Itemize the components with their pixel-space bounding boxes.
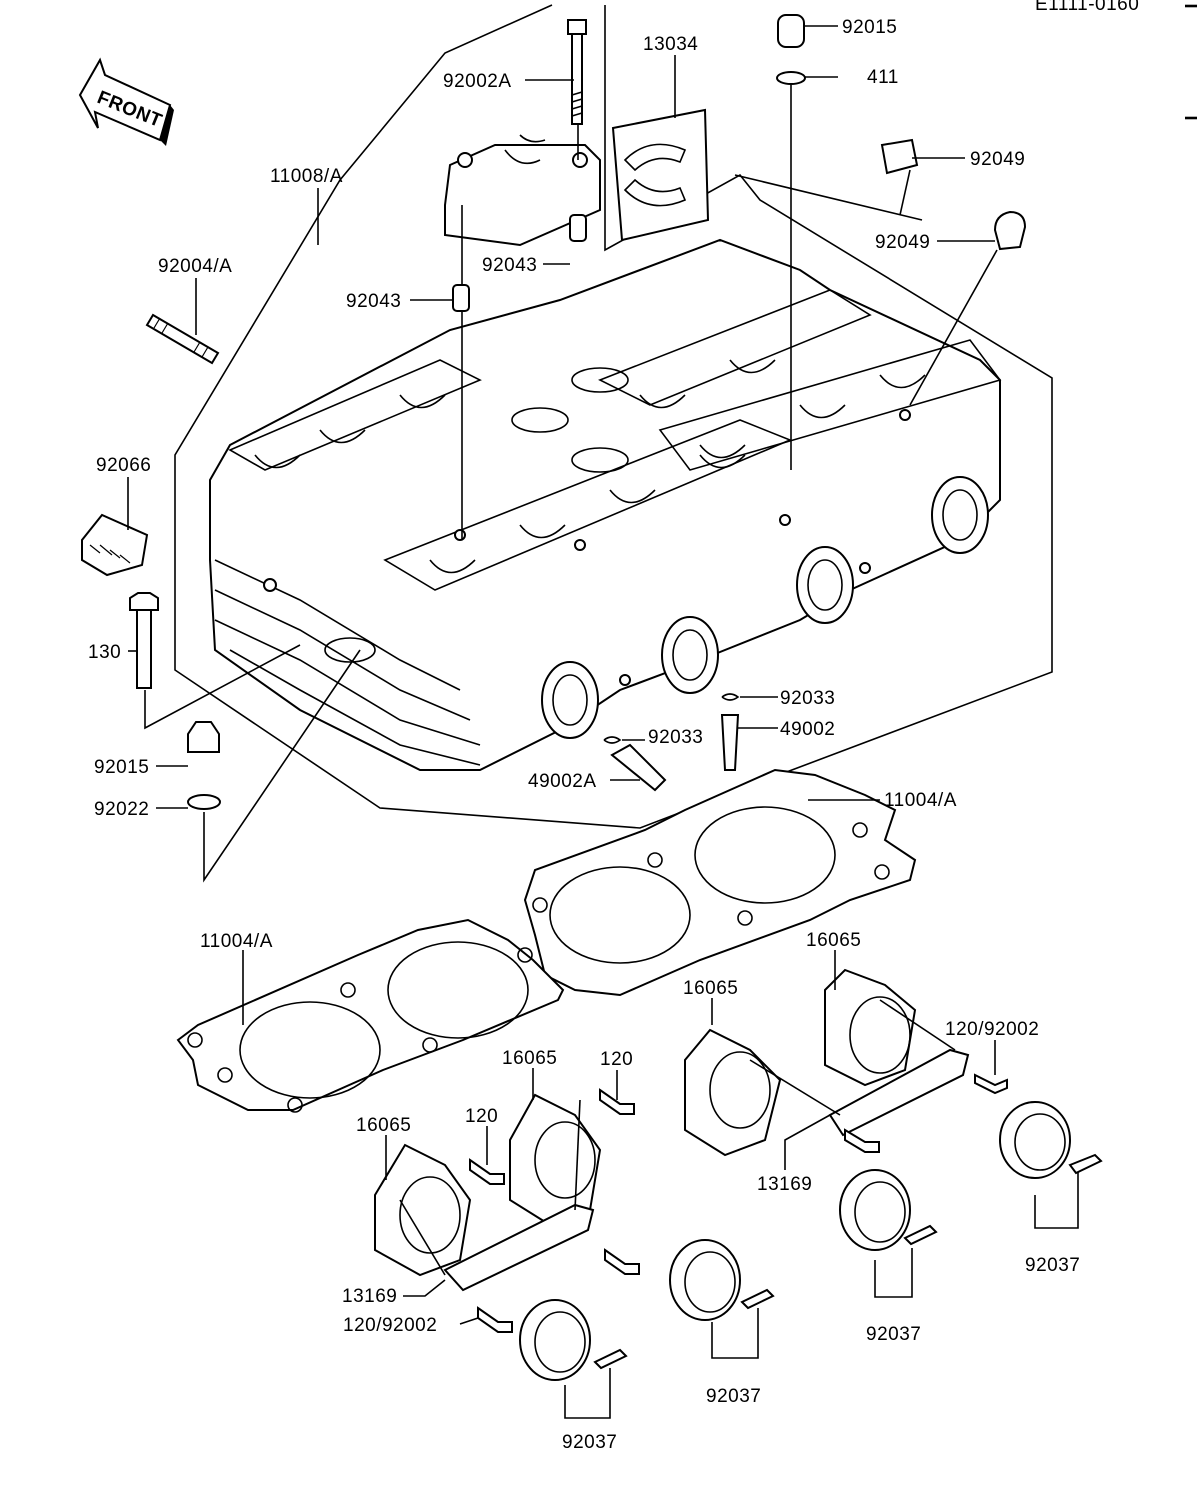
screw — [599, 1088, 635, 1115]
hose-clamp — [519, 1299, 628, 1381]
o-ring — [603, 736, 622, 744]
leader — [899, 169, 911, 216]
leader — [734, 174, 923, 221]
reference-code: E1111-0160 — [1035, 0, 1139, 15]
intake-holder — [374, 1143, 472, 1277]
screw — [604, 1248, 640, 1275]
label-120-92002-b: 120/92002 — [343, 1315, 437, 1336]
label-92033-b: 92033 — [648, 727, 703, 748]
screw — [974, 1073, 1008, 1095]
stud-92004A — [145, 313, 220, 365]
label-13169-b: 13169 — [342, 1286, 397, 1307]
label-120-b: 120 — [465, 1106, 498, 1127]
valve-stem-seal — [880, 138, 919, 175]
label-16065-c: 16065 — [502, 1048, 557, 1069]
label-411: 411 — [867, 67, 899, 88]
label-92043-a: 92043 — [482, 255, 537, 276]
bearing-shell-group — [611, 108, 710, 242]
label-92066: 92066 — [96, 455, 151, 476]
valve-stem-seal — [993, 210, 1027, 251]
hose-clamp — [669, 1239, 775, 1321]
label-92015-left: 92015 — [94, 757, 149, 778]
leader — [203, 649, 361, 883]
oil-pipe-49002 — [720, 714, 740, 771]
label-92049-b: 92049 — [875, 232, 930, 253]
leader — [144, 644, 301, 730]
bolt-130 — [129, 592, 159, 689]
head-gasket-top — [523, 768, 917, 997]
hose-clamp — [999, 1101, 1103, 1179]
label-13169-a: 13169 — [757, 1174, 812, 1195]
label-11004A-left: 11004/A — [200, 931, 273, 952]
label-16065-d: 16065 — [356, 1115, 411, 1136]
label-92049-a: 92049 — [970, 149, 1025, 170]
label-92033-a: 92033 — [780, 688, 835, 709]
leader — [909, 249, 998, 406]
label-92015-top: 92015 — [842, 17, 897, 38]
label-92002A: 92002A — [443, 71, 512, 92]
label-120-a: 120 — [600, 1049, 633, 1070]
label-13034: 13034 — [643, 34, 698, 55]
screw — [469, 1158, 505, 1185]
intake-holder — [684, 1028, 782, 1157]
intake-holder — [824, 968, 917, 1087]
cap-nut-top — [776, 14, 806, 85]
dowel-pin — [452, 284, 470, 312]
rubber-damper — [81, 513, 149, 577]
label-92043-b: 92043 — [346, 291, 401, 312]
head-gasket-left — [176, 918, 565, 1113]
label-92022: 92022 — [94, 799, 149, 820]
screw — [844, 1128, 880, 1153]
camshaft-cap — [444, 134, 601, 247]
label-16065-b: 16065 — [683, 978, 738, 999]
o-ring — [721, 693, 740, 701]
holder-plate — [443, 1203, 595, 1292]
label-49002A: 49002A — [528, 771, 597, 792]
intake-holder — [509, 1093, 602, 1227]
cap-nut-left — [187, 721, 220, 753]
label-92037-d: 92037 — [562, 1432, 617, 1453]
oil-pipe-49002A — [610, 743, 667, 792]
label-11004A-top: 11004/A — [884, 790, 957, 811]
hose-clamp — [839, 1169, 938, 1251]
label-16065-a: 16065 — [806, 930, 861, 951]
stud-bolt-92002A — [567, 19, 587, 125]
label-49002: 49002 — [780, 719, 835, 740]
label-92037-a: 92037 — [1025, 1255, 1080, 1276]
screw — [477, 1306, 513, 1333]
front-arrow-icon: FRONT — [78, 57, 174, 146]
washer-left — [187, 794, 221, 810]
label-92037-b: 92037 — [866, 1324, 921, 1345]
bearing-shell-lower — [623, 178, 687, 207]
bearing-shell-upper — [623, 143, 687, 172]
leader-lines — [127, 25, 1079, 1419]
label-92004A: 92004/A — [158, 256, 232, 277]
cylinder-head — [209, 238, 1002, 771]
dowel-pin — [569, 214, 587, 242]
label-11008A: 11008/A — [270, 166, 343, 187]
label-130: 130 — [88, 642, 121, 663]
holder-plate — [828, 1048, 970, 1137]
label-120-92002-a: 120/92002 — [945, 1019, 1039, 1040]
label-92037-c: 92037 — [706, 1386, 761, 1407]
